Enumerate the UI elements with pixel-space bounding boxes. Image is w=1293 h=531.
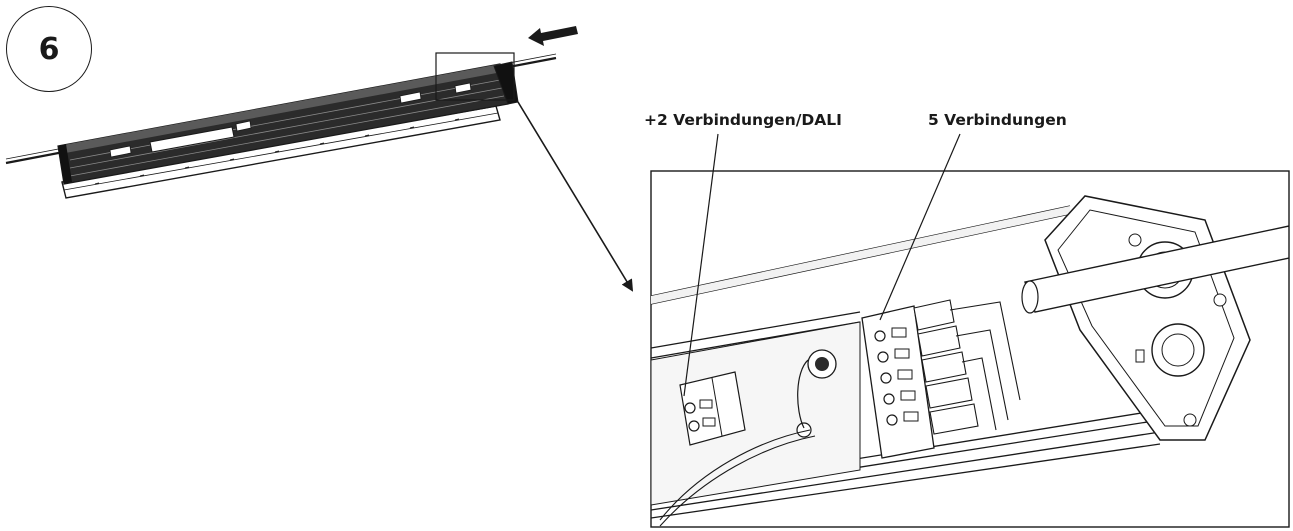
terminal-detail [651, 195, 1289, 527]
housing-window [149, 126, 235, 153]
dali-terminal [679, 371, 746, 446]
callout-five-connections: 5 Verbindungen [928, 111, 1067, 129]
detail-pointer-arrow [517, 101, 634, 292]
five-pole-terminal [861, 299, 1021, 459]
supply-cable [1021, 225, 1289, 314]
step-number-badge: 6 [6, 6, 92, 92]
callout-dali-connections: +2 Verbindungen/DALI [644, 111, 842, 129]
five-leader-line [879, 133, 961, 321]
step-number: 6 [38, 31, 60, 67]
luminaire-housing [57, 61, 519, 185]
insert-arrow-icon [528, 26, 578, 46]
round-component [796, 349, 837, 438]
detail-frame [435, 52, 515, 101]
dali-leader-line [683, 133, 719, 397]
luminaire-overview [5, 26, 578, 199]
